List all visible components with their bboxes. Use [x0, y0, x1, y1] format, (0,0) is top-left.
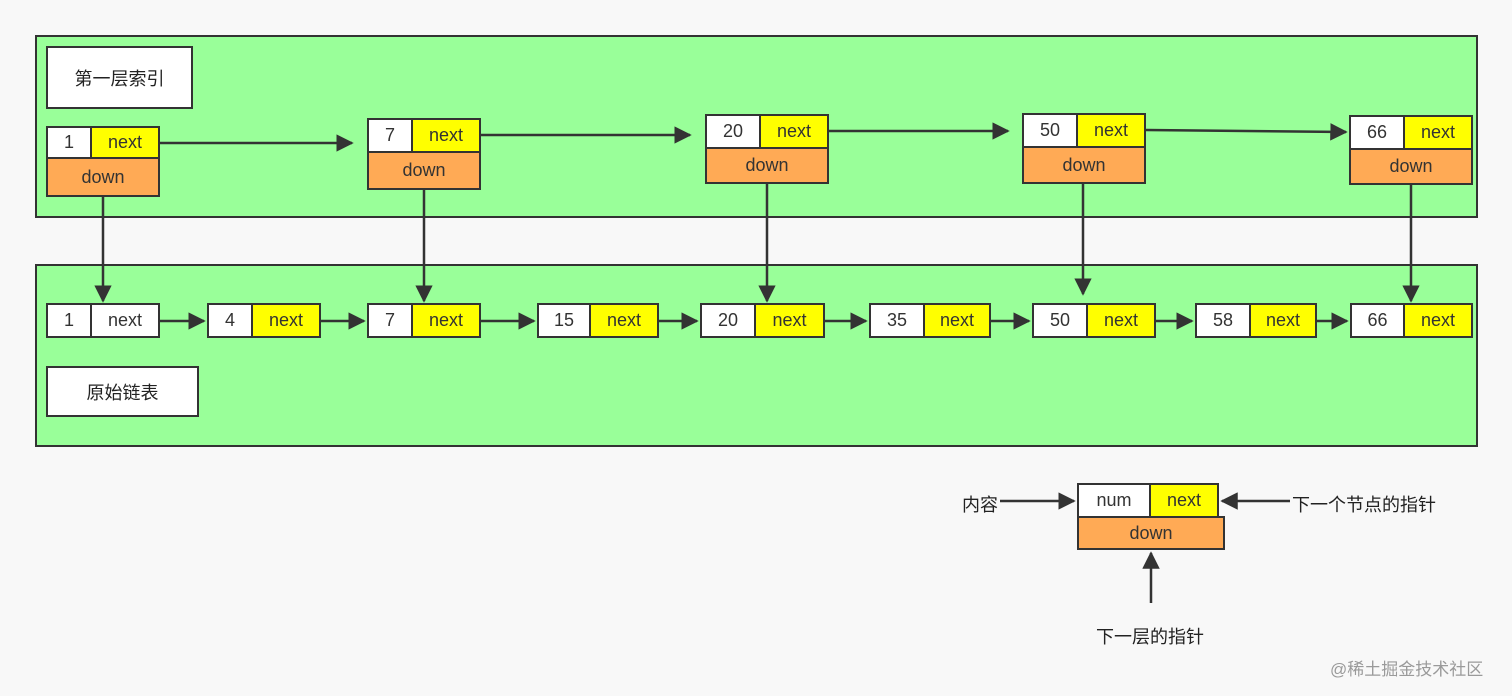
base-node-66: 66 next — [1350, 303, 1473, 338]
legend-next-pointer-label: 下一个节点的指针 — [1292, 495, 1436, 515]
node-down: down — [1022, 146, 1146, 184]
index-level-title: 第一层索引 — [46, 46, 193, 109]
node-next: next — [1076, 113, 1146, 148]
node-next: next — [1086, 303, 1156, 338]
legend-next: next — [1149, 483, 1219, 518]
node-next: next — [754, 303, 825, 338]
index-node-50: 50 next down — [1022, 113, 1146, 184]
node-num: 50 — [1022, 113, 1078, 148]
node-next: next — [1403, 303, 1473, 338]
node-num: 20 — [705, 114, 761, 149]
legend-num: num — [1077, 483, 1151, 518]
node-next: next — [411, 118, 481, 153]
node-num: 66 — [1349, 115, 1405, 150]
node-num: 35 — [869, 303, 925, 338]
index-node-20: 20 next down — [705, 114, 829, 184]
base-node-20: 20 next — [700, 303, 825, 338]
node-num: 58 — [1195, 303, 1251, 338]
node-next: next — [1403, 115, 1473, 150]
node-next: next — [251, 303, 321, 338]
base-node-35: 35 next — [869, 303, 991, 338]
base-node-15: 15 next — [537, 303, 659, 338]
node-num: 50 — [1032, 303, 1088, 338]
base-node-7: 7 next — [367, 303, 481, 338]
node-next: next — [923, 303, 991, 338]
node-num: 1 — [46, 126, 92, 159]
base-level-panel — [35, 264, 1478, 447]
node-num: 4 — [207, 303, 253, 338]
node-num: 15 — [537, 303, 591, 338]
node-next: next — [90, 126, 160, 159]
legend-down: down — [1077, 516, 1225, 550]
legend-node: num next down — [1077, 483, 1225, 550]
node-next: next — [589, 303, 659, 338]
base-node-4: 4 next — [207, 303, 321, 338]
base-node-1: 1 next — [46, 303, 160, 338]
node-num: 7 — [367, 118, 413, 153]
node-down: down — [1349, 148, 1473, 185]
node-num: 1 — [46, 303, 92, 338]
node-down: down — [46, 157, 160, 197]
node-num: 7 — [367, 303, 413, 338]
node-num: 66 — [1350, 303, 1405, 338]
base-node-58: 58 next — [1195, 303, 1317, 338]
legend-down-pointer-label: 下一层的指针 — [1096, 627, 1204, 647]
node-down: down — [705, 147, 829, 184]
node-down: down — [367, 151, 481, 190]
node-next: next — [1249, 303, 1317, 338]
node-next: next — [90, 303, 160, 338]
node-next: next — [759, 114, 829, 149]
legend-content-label: 内容 — [962, 495, 998, 515]
index-node-1: 1 next down — [46, 126, 160, 197]
node-next: next — [411, 303, 481, 338]
index-node-7: 7 next down — [367, 118, 481, 190]
node-num: 20 — [700, 303, 756, 338]
base-node-50: 50 next — [1032, 303, 1156, 338]
index-node-66: 66 next down — [1349, 115, 1473, 185]
base-level-title: 原始链表 — [46, 366, 199, 417]
watermark: @稀土掘金技术社区 — [1330, 660, 1484, 679]
